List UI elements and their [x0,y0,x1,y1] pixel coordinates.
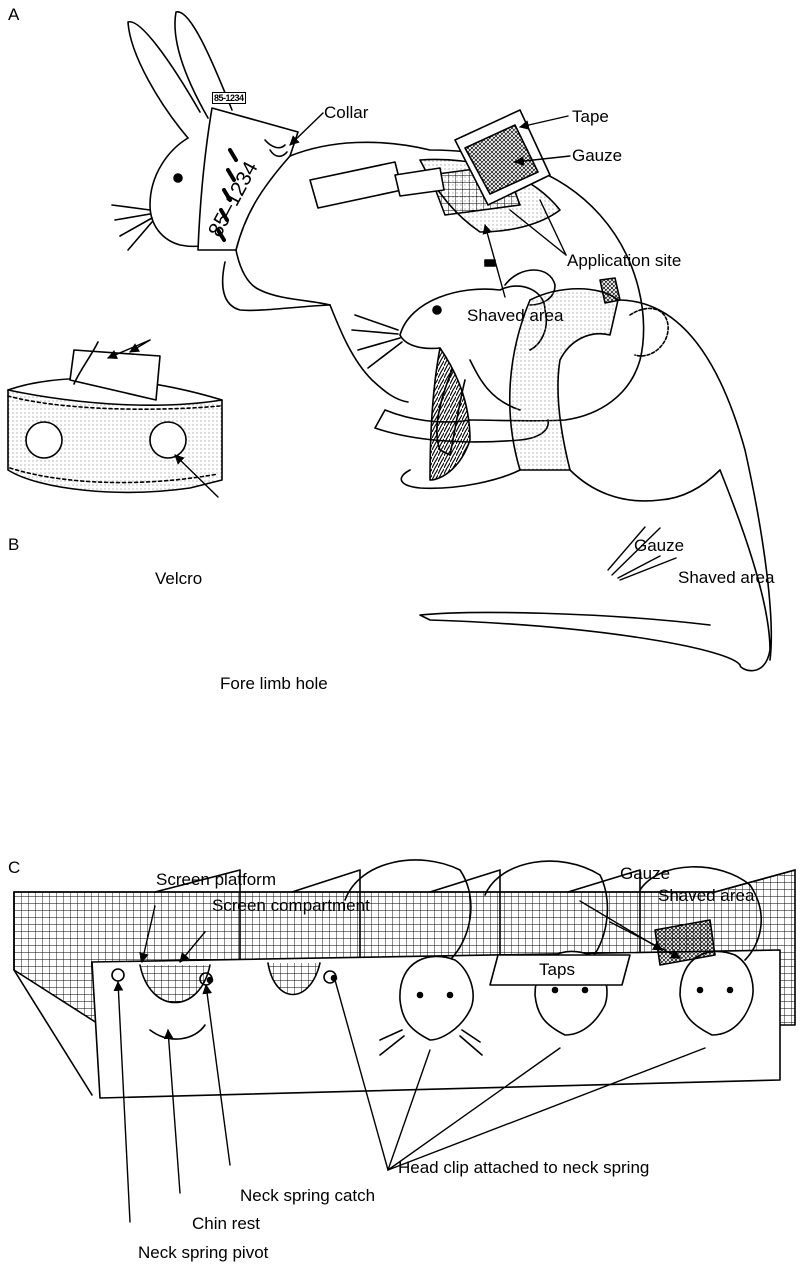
tape-label: Tape [572,107,609,127]
gauze-label-c: Gauze [620,864,670,884]
neck-spring-pivot-label: Neck spring pivot [138,1243,268,1263]
rabbit-drawing [112,12,668,442]
shaved-area-label-a: Shaved area [467,306,563,326]
panel-b-letter: B [8,535,19,555]
collar-label: Collar [324,103,368,123]
shaved-area-label-c: Shaved area [658,886,754,906]
gauze-label-a: Gauze [572,146,622,166]
velcro-label: Velcro [155,569,202,589]
panel-a-letter: A [8,5,19,25]
collar-tag-label: 85-1234 [212,92,246,104]
application-site-label: Application site [567,251,681,271]
panel-c-letter: C [8,858,20,878]
chin-rest-label: Chin rest [192,1214,260,1234]
screen-compartment-label: Screen compartment [212,896,370,916]
screen-platform-label: Screen platform [156,870,276,890]
shaved-area-label-b: Shaved area [678,568,774,588]
head-clip-label: Head clip attached to neck spring [398,1158,649,1178]
gauze-label-b: Gauze [634,536,684,556]
taps-label: Taps [497,955,617,985]
neck-spring-catch-label: Neck spring catch [240,1186,375,1206]
fore-limb-hole-label: Fore limb hole [220,674,328,694]
